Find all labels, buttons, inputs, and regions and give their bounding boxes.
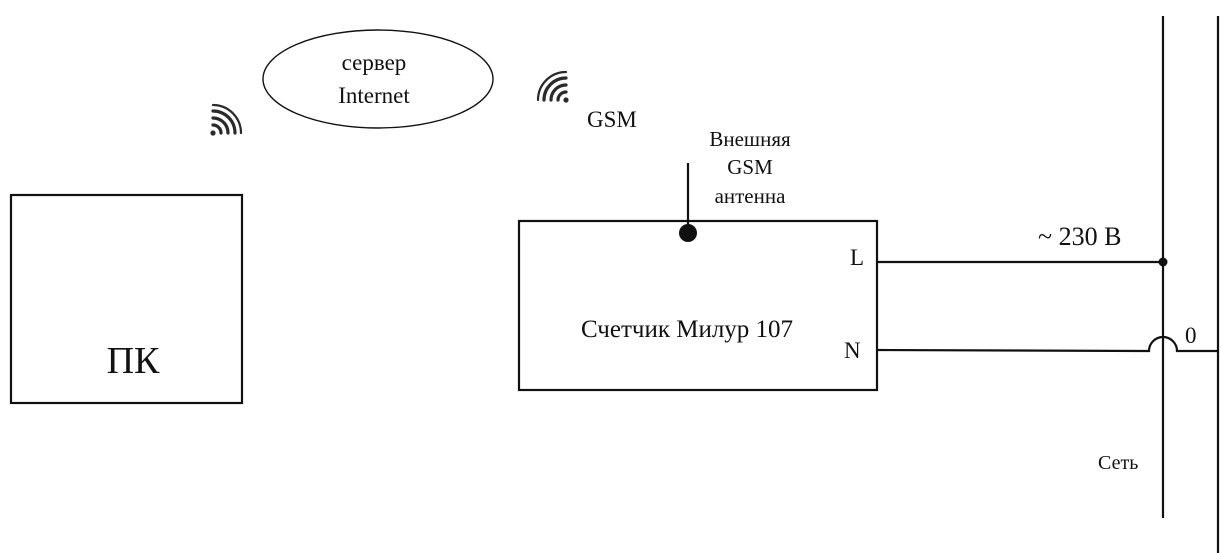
antenna-connector-dot bbox=[679, 224, 697, 242]
voltage-label: ~ 230 В bbox=[1038, 222, 1121, 251]
terminal-n-label: N bbox=[844, 338, 861, 363]
pc-label: ПК bbox=[107, 340, 160, 382]
terminal-l-label: L bbox=[850, 245, 864, 270]
network-label: Сеть bbox=[1098, 452, 1138, 474]
wire-n bbox=[876, 335, 1218, 353]
pc-box bbox=[9, 193, 244, 405]
server-label-line2: Internet bbox=[338, 83, 410, 108]
antenna-label-line1: Внешняя bbox=[709, 127, 791, 151]
meter-label: Счетчик Милур 107 bbox=[581, 316, 793, 343]
antenna-label-line3: антенна bbox=[715, 184, 787, 208]
junction-dot-l bbox=[1158, 257, 1168, 267]
wireless-signal-icon-right bbox=[536, 70, 569, 103]
wireless-signal-icon-left bbox=[210, 103, 243, 136]
server-internet-ellipse bbox=[262, 29, 494, 129]
gsm-label: GSM bbox=[587, 107, 637, 132]
server-label-line1: сервер bbox=[342, 50, 407, 75]
neutral-label: 0 bbox=[1185, 323, 1197, 348]
meter-box bbox=[517, 219, 879, 392]
antenna-label-line2: GSM bbox=[727, 155, 773, 179]
